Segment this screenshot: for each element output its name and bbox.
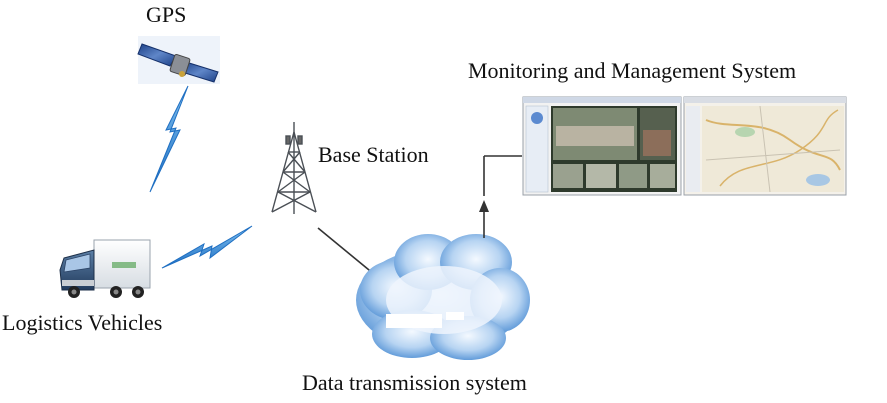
- monitoring-system-label: Monitoring and Management System: [468, 58, 797, 83]
- gps-label: GPS: [146, 2, 187, 27]
- gps-signal-icon: [149, 85, 189, 193]
- arrow-head: [479, 200, 489, 212]
- monitor-screenshot-icon: [522, 96, 682, 196]
- logistics-vehicles-label: Logistics Vehicles: [2, 310, 163, 335]
- radio-tower-icon: [271, 122, 317, 214]
- vehicle-signal-icon: [161, 225, 253, 269]
- base-station-label: Base Station: [318, 142, 429, 167]
- map-screenshot-icon: [683, 96, 847, 196]
- cloud-to-system-arrow: [483, 155, 522, 238]
- satellite-icon: [137, 36, 220, 84]
- data-transmission-label: Data transmission system: [302, 370, 527, 395]
- cloud-icon: [356, 234, 530, 360]
- truck-icon: [59, 239, 151, 298]
